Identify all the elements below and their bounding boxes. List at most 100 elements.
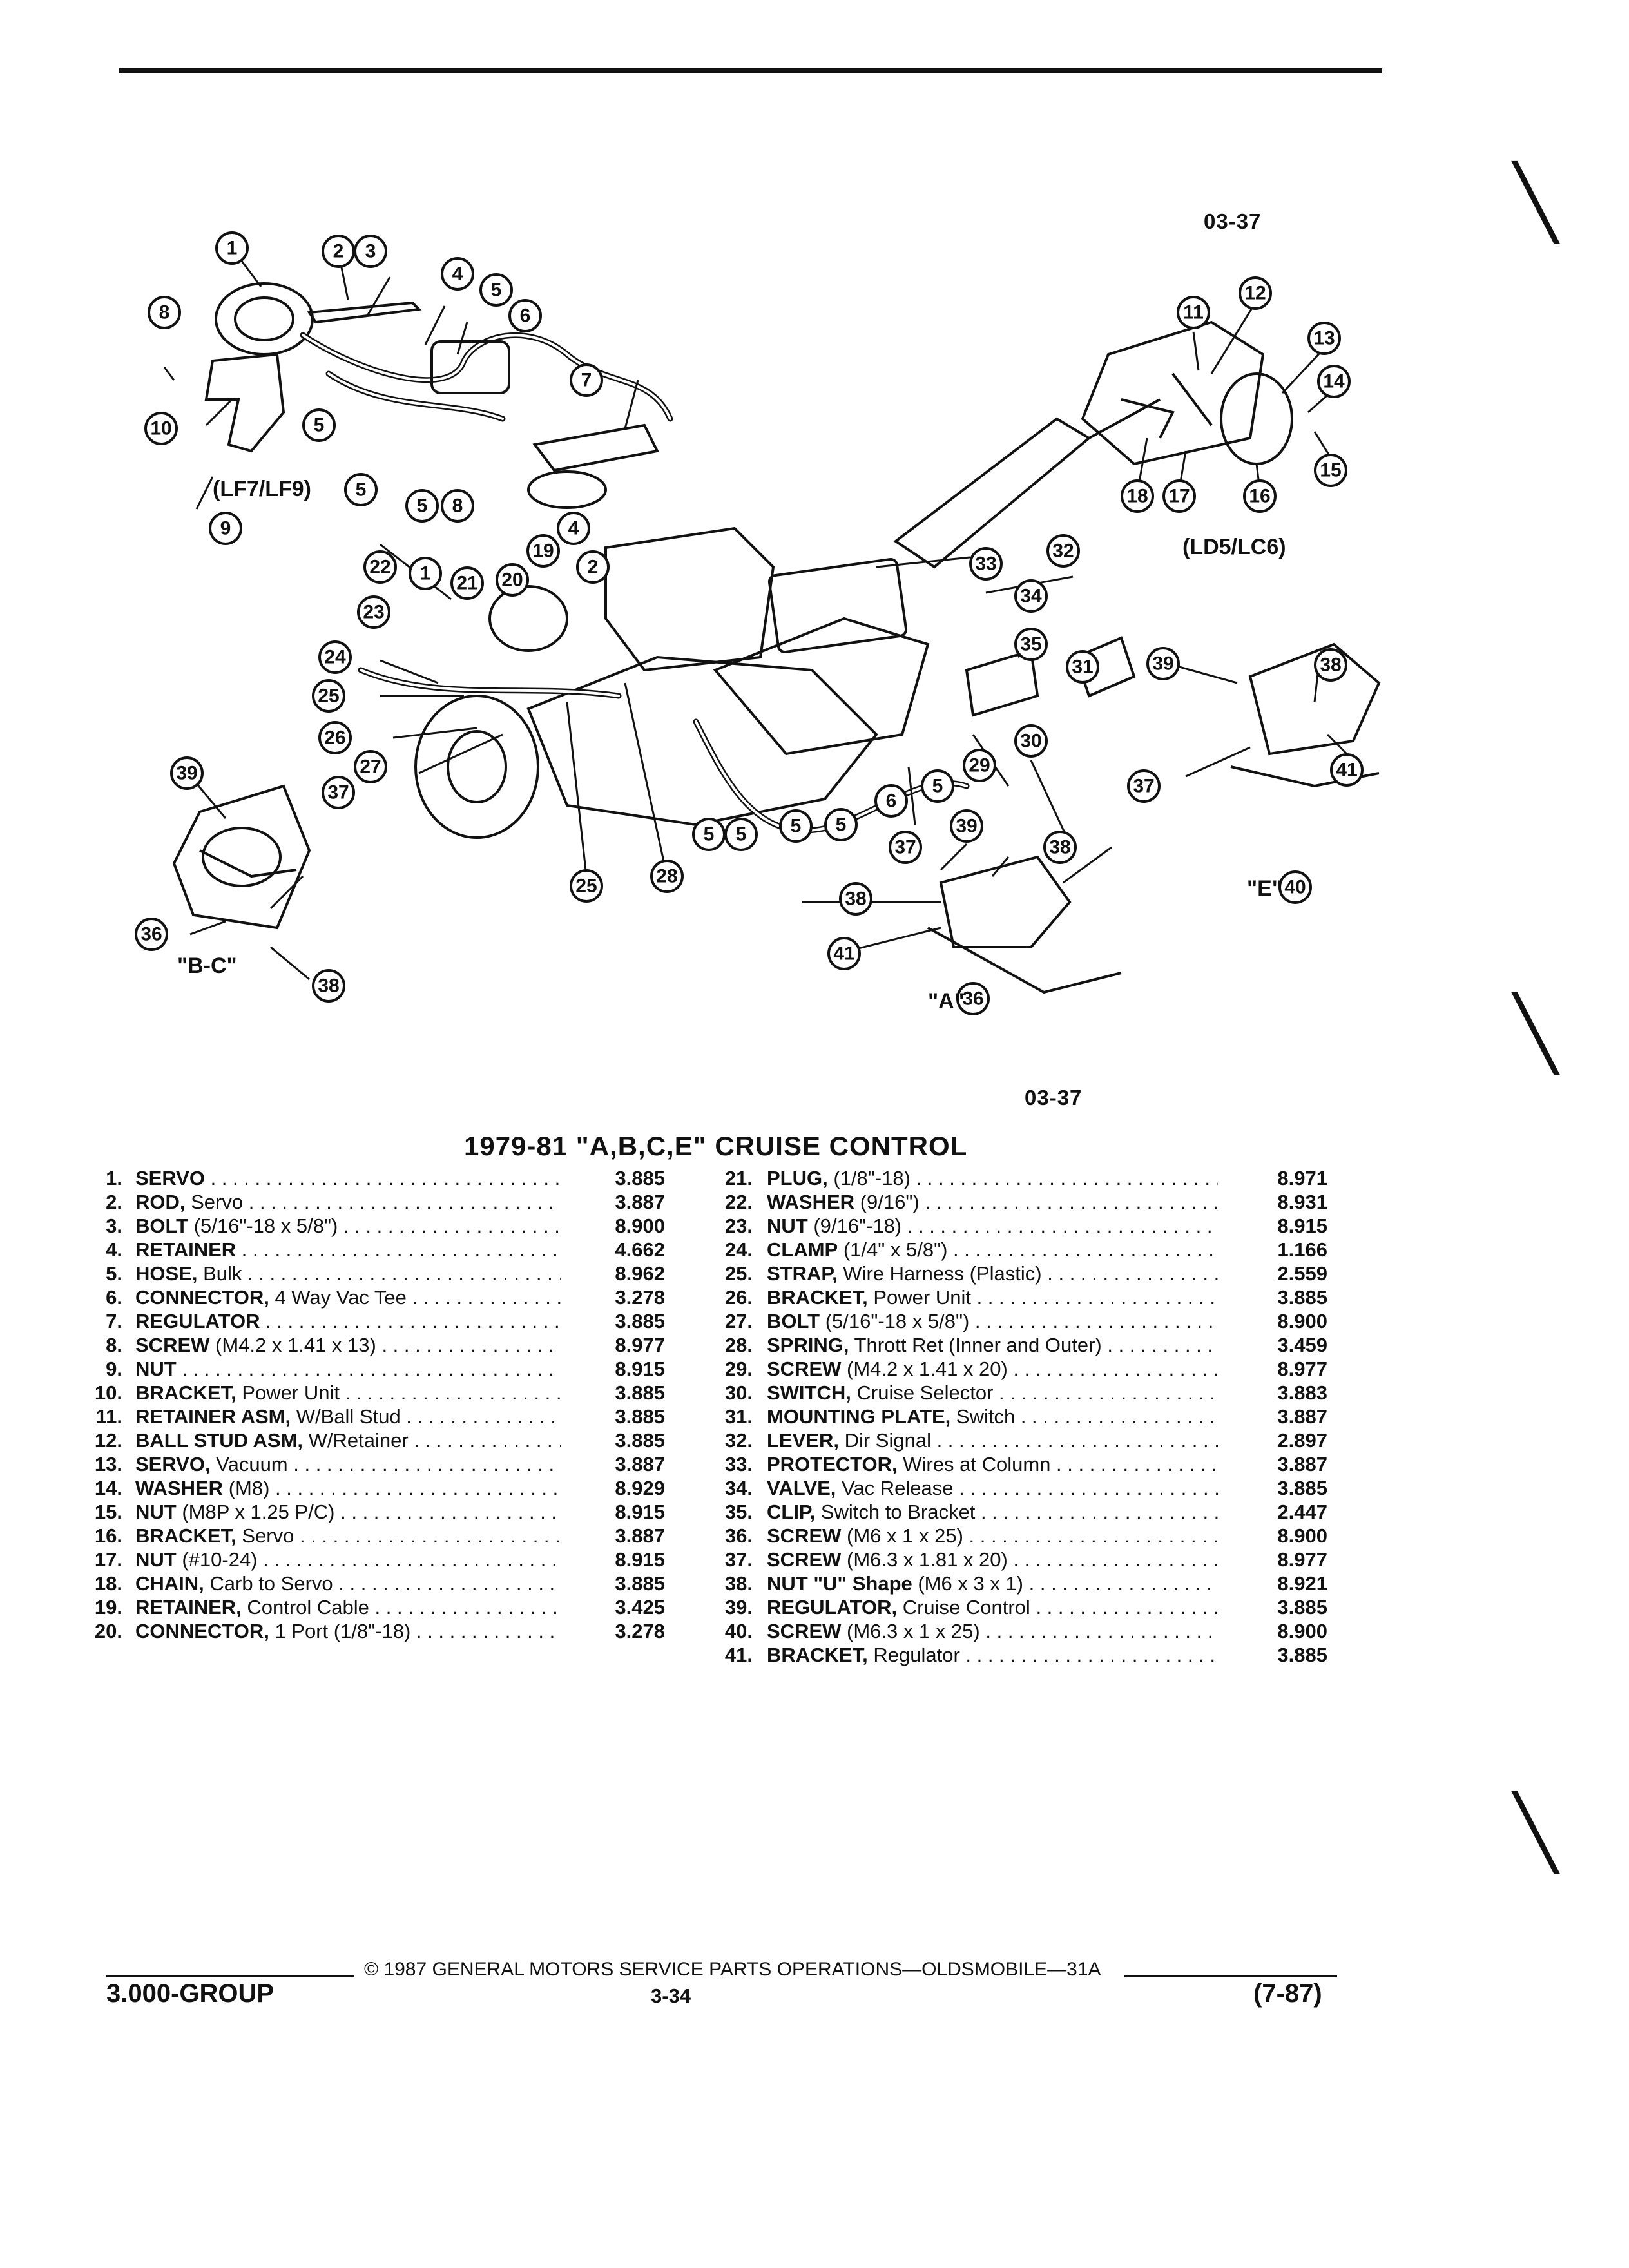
part-description: BOLT (5/16"-18 x 5/8") . . . . . . . . .… — [767, 1309, 1218, 1333]
part-description: CONNECTOR, 1 Port (1/8"-18) . . . . . . … — [135, 1619, 561, 1643]
part-number: 23. — [724, 1215, 753, 1237]
svg-text:9: 9 — [220, 518, 231, 539]
part-group-code: 3.885 — [1277, 1644, 1327, 1666]
part-spec: (M4.2 x 1.41 x 20) — [841, 1358, 1008, 1380]
part-spec: W/Retainer — [303, 1429, 409, 1452]
part-number: 28. — [724, 1334, 753, 1356]
part-spec: Servo — [236, 1524, 294, 1547]
part-name: MOUNTING PLATE, — [767, 1405, 951, 1428]
part-description: CLIP, Switch to Bracket . . . . . . . . … — [767, 1500, 1218, 1524]
part-description: STRAP, Wire Harness (Plastic) . . . . . … — [767, 1262, 1218, 1285]
callout-6: 6 — [508, 299, 542, 332]
part-name: NUT — [135, 1501, 177, 1523]
dot-leader: . . . . . . . . . . . . . . . . . . . . … — [1056, 1453, 1218, 1475]
parts-list-right: 21.PLUG, (1/8"-18) . . . . . . . . . . .… — [709, 1166, 1340, 1667]
svg-text:23: 23 — [363, 602, 384, 623]
part-row: 23.NUT (9/16"-18) . . . . . . . . . . . … — [709, 1214, 1340, 1238]
part-row: 29.SCREW (M4.2 x 1.41 x 20) . . . . . . … — [709, 1357, 1340, 1381]
dot-leader: . . . . . . . . . . . . . . . . . . . . … — [969, 1524, 1219, 1547]
part-spec: (M6.3 x 1.81 x 20) — [841, 1548, 1008, 1571]
part-spec: Switch — [950, 1405, 1016, 1428]
svg-text:3: 3 — [365, 241, 376, 262]
part-group-code: 2.447 — [1277, 1501, 1327, 1523]
part-group-code: 8.977 — [615, 1334, 665, 1356]
part-description: BRACKET, Power Unit . . . . . . . . . . … — [767, 1285, 1218, 1309]
part-spec: (M6.3 x 1 x 25) — [841, 1620, 980, 1642]
part-group-code: 3.885 — [1277, 1286, 1327, 1309]
svg-text:2: 2 — [333, 241, 344, 262]
part-row: 4.RETAINER . . . . . . . . . . . . . . .… — [77, 1238, 670, 1262]
callout-37: 37 — [889, 831, 922, 864]
part-name: CHAIN, — [135, 1572, 204, 1595]
part-number: 32. — [724, 1429, 753, 1452]
svg-text:36: 36 — [140, 924, 162, 945]
page-title: 1979-81 "A,B,C,E" CRUISE CONTROL — [464, 1131, 968, 1161]
callout-12: 12 — [1239, 276, 1272, 310]
part-description: NUT (#10-24) . . . . . . . . . . . . . .… — [135, 1548, 561, 1571]
svg-text:38: 38 — [845, 889, 866, 910]
dot-leader: . . . . . . . . . . . . . . . . . . . . … — [374, 1596, 561, 1619]
part-group-code: 8.915 — [615, 1501, 665, 1523]
part-name: CONNECTOR, — [135, 1286, 269, 1309]
dot-leader: . . . . . . . . . . . . . . . . . . . . … — [248, 1191, 561, 1213]
part-row: 34.VALVE, Vac Release . . . . . . . . . … — [709, 1476, 1340, 1500]
part-spec: (M8P x 1.25 P/C) — [176, 1501, 335, 1523]
part-spec: (5/16"-18 x 5/8") — [820, 1310, 970, 1332]
exploded-parts-diagram: 1 2 3 4 5 6 8 7 10 5 5 5 8 9 11 12 13 14… — [135, 231, 1381, 1015]
svg-text:18: 18 — [1126, 486, 1148, 507]
callout-36: 36 — [956, 982, 990, 1015]
part-row: 8.SCREW (M4.2 x 1.41 x 13) . . . . . . .… — [77, 1333, 670, 1357]
label-bc: "B-C" — [177, 954, 237, 978]
part-number: 33. — [724, 1453, 753, 1475]
callout-5: 5 — [302, 408, 336, 442]
svg-text:39: 39 — [176, 763, 197, 784]
part-group-code: 3.887 — [615, 1191, 665, 1213]
part-number: 30. — [724, 1381, 753, 1404]
part-name: CLAMP — [767, 1238, 838, 1261]
part-group-code: 3.885 — [615, 1310, 665, 1332]
part-description: BRACKET, Power Unit . . . . . . . . . . … — [135, 1381, 561, 1405]
svg-text:30: 30 — [1020, 731, 1041, 752]
dot-leader: . . . . . . . . . . . . . . . . . . . . … — [936, 1429, 1218, 1452]
part-group-code: 8.931 — [1277, 1191, 1327, 1213]
part-number: 20. — [94, 1620, 122, 1642]
part-name: CLIP, — [767, 1501, 816, 1523]
part-row: 32.LEVER, Dir Signal . . . . . . . . . .… — [709, 1428, 1340, 1452]
callout-21: 21 — [450, 566, 484, 600]
callout-39: 39 — [170, 756, 204, 790]
part-name: STRAP, — [767, 1262, 838, 1285]
servo-assembly-ld5 — [1081, 320, 1293, 466]
dot-leader: . . . . . . . . . . . . . . . . . . . . … — [406, 1405, 561, 1428]
callout-39: 39 — [950, 809, 983, 843]
part-row: 18.CHAIN, Carb to Servo . . . . . . . . … — [77, 1571, 670, 1595]
callout-26: 26 — [318, 721, 352, 754]
part-description: REGULATOR . . . . . . . . . . . . . . . … — [135, 1309, 561, 1333]
svg-text:1: 1 — [420, 563, 431, 584]
callout-4: 4 — [557, 512, 590, 545]
part-row: 30.SWITCH, Cruise Selector . . . . . . .… — [709, 1381, 1340, 1405]
callout-5: 5 — [824, 808, 858, 841]
svg-text:38: 38 — [1320, 655, 1341, 676]
part-spec: Wire Harness (Plastic) — [837, 1262, 1042, 1285]
callout-35: 35 — [1014, 628, 1048, 661]
part-description: BOLT (5/16"-18 x 5/8") . . . . . . . . .… — [135, 1214, 561, 1238]
callout-1: 1 — [215, 231, 249, 265]
callout-13: 13 — [1307, 322, 1341, 355]
top-rule — [119, 68, 1382, 73]
part-description: MOUNTING PLATE, Switch . . . . . . . . .… — [767, 1405, 1218, 1428]
callout-36: 36 — [135, 918, 168, 951]
part-spec: Switch to Bracket — [815, 1501, 976, 1523]
svg-text:41: 41 — [833, 943, 854, 965]
part-number: 7. — [106, 1310, 122, 1332]
part-row: 16.BRACKET, Servo . . . . . . . . . . . … — [77, 1524, 670, 1548]
callout-24: 24 — [318, 640, 352, 674]
dot-leader: . . . . . . . . . . . . . . . . . . . . … — [1013, 1548, 1218, 1571]
part-group-code: 3.885 — [615, 1167, 665, 1189]
dot-leader: . . . . . . . . . . . . . . . . . . . . … — [293, 1453, 561, 1475]
svg-text:5: 5 — [314, 415, 325, 436]
svg-text:5: 5 — [356, 479, 367, 501]
part-group-code: 3.885 — [615, 1429, 665, 1452]
part-group-code: 3.459 — [1277, 1334, 1327, 1356]
callout-38: 38 — [1314, 648, 1347, 682]
svg-text:27: 27 — [360, 756, 381, 778]
